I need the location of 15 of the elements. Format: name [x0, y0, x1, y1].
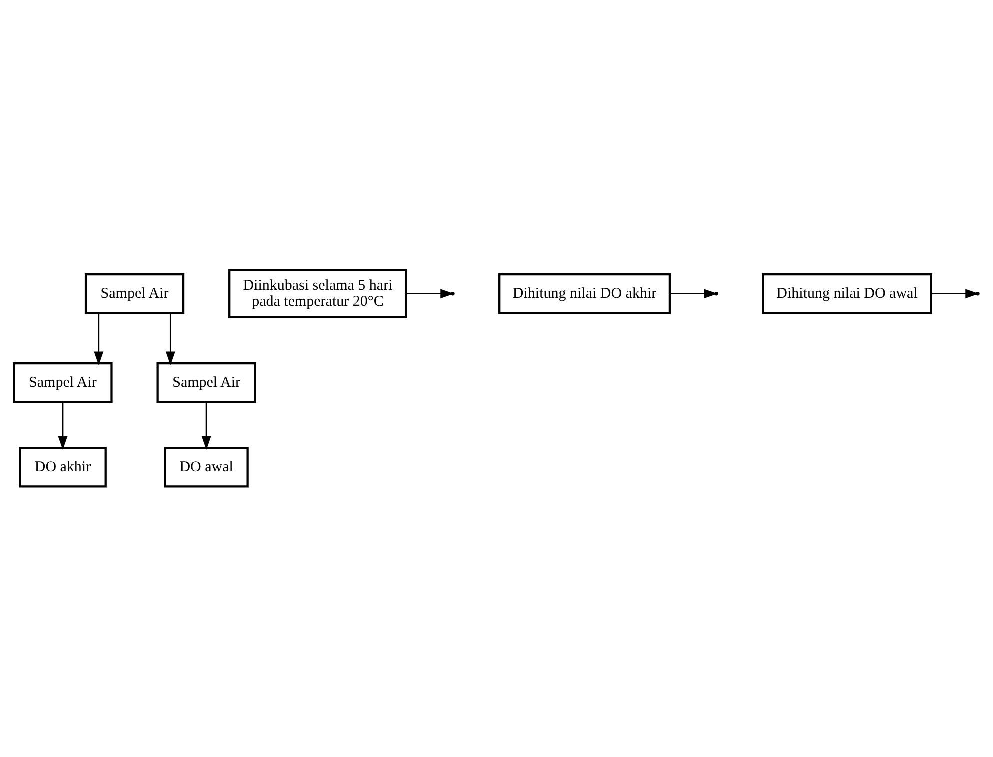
node-box: DO awal	[164, 447, 249, 488]
arrow	[58, 402, 68, 450]
node-box: Dihitung nilai DO akhir	[498, 274, 672, 314]
node-box: Sampel Air	[84, 274, 185, 314]
arrow	[202, 402, 212, 450]
arrow	[670, 289, 718, 299]
node-box: DO akhir	[19, 447, 107, 488]
node-box: Sampel Air	[156, 362, 256, 404]
node-box: Diinkubasi selama 5 hari pada temperatur 20°C	[228, 269, 408, 318]
node-box: Dihitung nilai DO awal	[762, 274, 932, 314]
arrow	[932, 289, 980, 299]
arrow	[406, 289, 454, 299]
arrow	[94, 313, 104, 366]
node-box: Sampel Air	[13, 362, 113, 404]
arrow	[166, 313, 176, 366]
